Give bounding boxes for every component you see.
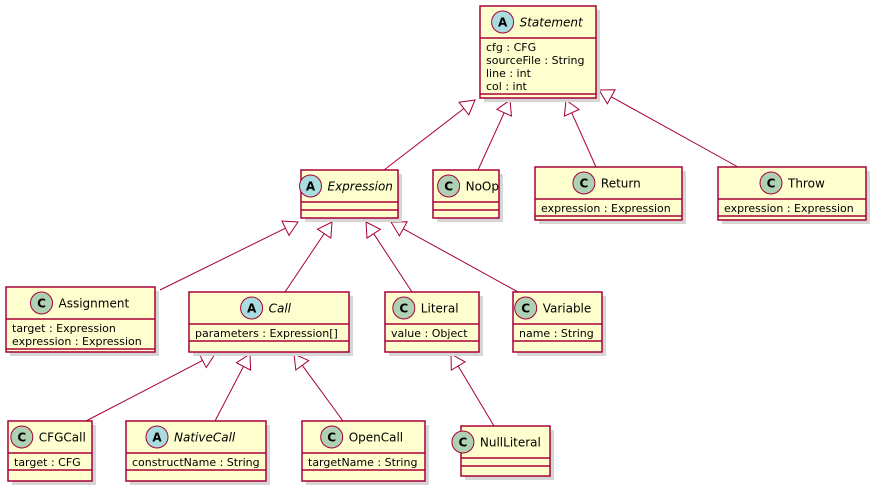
generalization-arrowhead — [316, 221, 333, 239]
class-badge-letter: A — [152, 431, 162, 445]
class-badge-letter: C — [458, 436, 467, 450]
generalization-arrowhead — [450, 353, 467, 371]
class-name: Assignment — [59, 297, 130, 311]
class-name: NativeCall — [174, 431, 236, 445]
generalization-arrowhead — [293, 353, 310, 371]
class-icon — [759, 171, 783, 195]
class-icon — [320, 425, 344, 449]
class-icon — [10, 425, 34, 449]
class-name: Call — [269, 302, 292, 316]
class-attribute: targetName : String — [308, 456, 417, 469]
class-attribute: line : int — [486, 67, 532, 80]
abstract-class-icon — [491, 10, 515, 34]
class-badge-letter: A — [498, 16, 508, 30]
class-attribute: target : Expression — [12, 322, 116, 335]
inheritance-edge-literal-expression — [365, 221, 413, 293]
inheritance-edge-expression-statement — [383, 99, 476, 171]
class-badge-letter: A — [306, 180, 316, 194]
class-badge-letter: C — [767, 177, 776, 191]
class-variable[interactable]: C Variable name : String — [512, 291, 606, 356]
class-attribute: constructName : String — [132, 456, 260, 469]
class-opencall[interactable]: C OpenCall targetName : String — [301, 420, 429, 485]
class-box — [188, 291, 350, 353]
class-icon — [392, 296, 416, 320]
class-attribute: parameters : Expression[] — [195, 327, 338, 340]
generalization-arrowhead — [390, 221, 408, 237]
class-nullliteral[interactable]: C NullLiteral — [451, 425, 554, 480]
class-icon — [514, 296, 538, 320]
class-return[interactable]: C Return expression : Expression — [534, 166, 686, 224]
class-attribute: cfg : CFG — [486, 41, 536, 54]
class-attribute: target : CFG — [14, 456, 81, 469]
class-nativecall[interactable]: A NativeCall constructName : String — [125, 420, 270, 485]
class-attribute: name : String — [519, 327, 594, 340]
class-box — [717, 166, 867, 221]
class-name: Expression — [328, 180, 393, 194]
class-throw[interactable]: C Throw expression : Expression — [717, 166, 870, 224]
class-name: Return — [601, 177, 641, 191]
class-literal[interactable]: C Literal value : Object — [384, 291, 483, 356]
class-box — [534, 166, 683, 221]
generalization-arrowhead — [281, 220, 299, 237]
inheritance-edge-noop-statement — [477, 99, 513, 171]
abstract-class-icon — [145, 425, 169, 449]
class-icon — [572, 171, 596, 195]
class-name: Statement — [520, 16, 584, 30]
class-badge-letter: C — [17, 431, 26, 445]
class-badge-letter: C — [521, 302, 530, 316]
abstract-class-icon — [240, 296, 264, 320]
inheritance-edge-opencall-call — [293, 353, 344, 422]
generalization-arrowhead — [598, 89, 616, 105]
class-name: Throw — [787, 177, 825, 191]
class-name: Literal — [421, 302, 459, 316]
class-expression[interactable]: A Expression — [299, 169, 403, 222]
inheritance-edge-throw-statement — [598, 89, 739, 168]
class-box — [460, 425, 551, 477]
class-badge-letter: A — [247, 302, 257, 316]
inheritance-edge-cfgcall-call — [85, 352, 216, 422]
generalization-arrowhead — [235, 353, 252, 371]
generalization-arrowhead — [495, 99, 513, 117]
class-icon — [451, 430, 475, 454]
class-badge-letter: C — [399, 302, 408, 316]
inheritance-edge-nativecall-call — [214, 353, 252, 422]
class-assignment[interactable]: C Assignment target : Expressionexpression… — [5, 286, 159, 356]
class-name: NoOp — [466, 180, 499, 194]
class-badge-letter: C — [327, 431, 336, 445]
class-noop[interactable]: C NoOp — [432, 169, 503, 222]
class-cfgcall[interactable]: C CFGCall target : CFG — [7, 420, 96, 485]
inheritance-edge-assignment-expression — [159, 220, 299, 291]
class-icon — [30, 291, 53, 315]
abstract-class-icon — [299, 174, 322, 198]
inheritance-edges — [85, 89, 739, 427]
class-badge-letter: C — [444, 180, 453, 194]
inheritance-edge-nullliteral-literal — [450, 353, 495, 427]
class-name: NullLiteral — [480, 436, 541, 450]
class-name: CFGCall — [39, 431, 86, 445]
generalization-arrowhead — [563, 99, 581, 117]
class-attribute: expression : Expression — [724, 202, 854, 215]
class-name: Variable — [543, 302, 592, 316]
class-badge-letter: C — [37, 297, 46, 311]
class-badge-letter: C — [579, 177, 588, 191]
class-attribute: expression : Expression — [12, 335, 142, 348]
class-attribute: col : int — [486, 80, 528, 93]
class-attribute: sourceFile : String — [486, 54, 584, 67]
class-attribute: value : Object — [391, 327, 468, 340]
generalization-arrowhead — [365, 221, 382, 239]
inheritance-edge-return-statement — [563, 99, 597, 168]
class-attribute: expression : Expression — [541, 202, 671, 215]
class-name: OpenCall — [349, 431, 403, 445]
inheritance-edge-variable-expression — [390, 221, 519, 293]
class-icon — [437, 174, 461, 198]
class-call[interactable]: A Call parameters : Expression[] — [188, 291, 353, 356]
generalization-arrowhead — [458, 99, 476, 116]
inheritance-edge-call-expression — [284, 221, 333, 293]
